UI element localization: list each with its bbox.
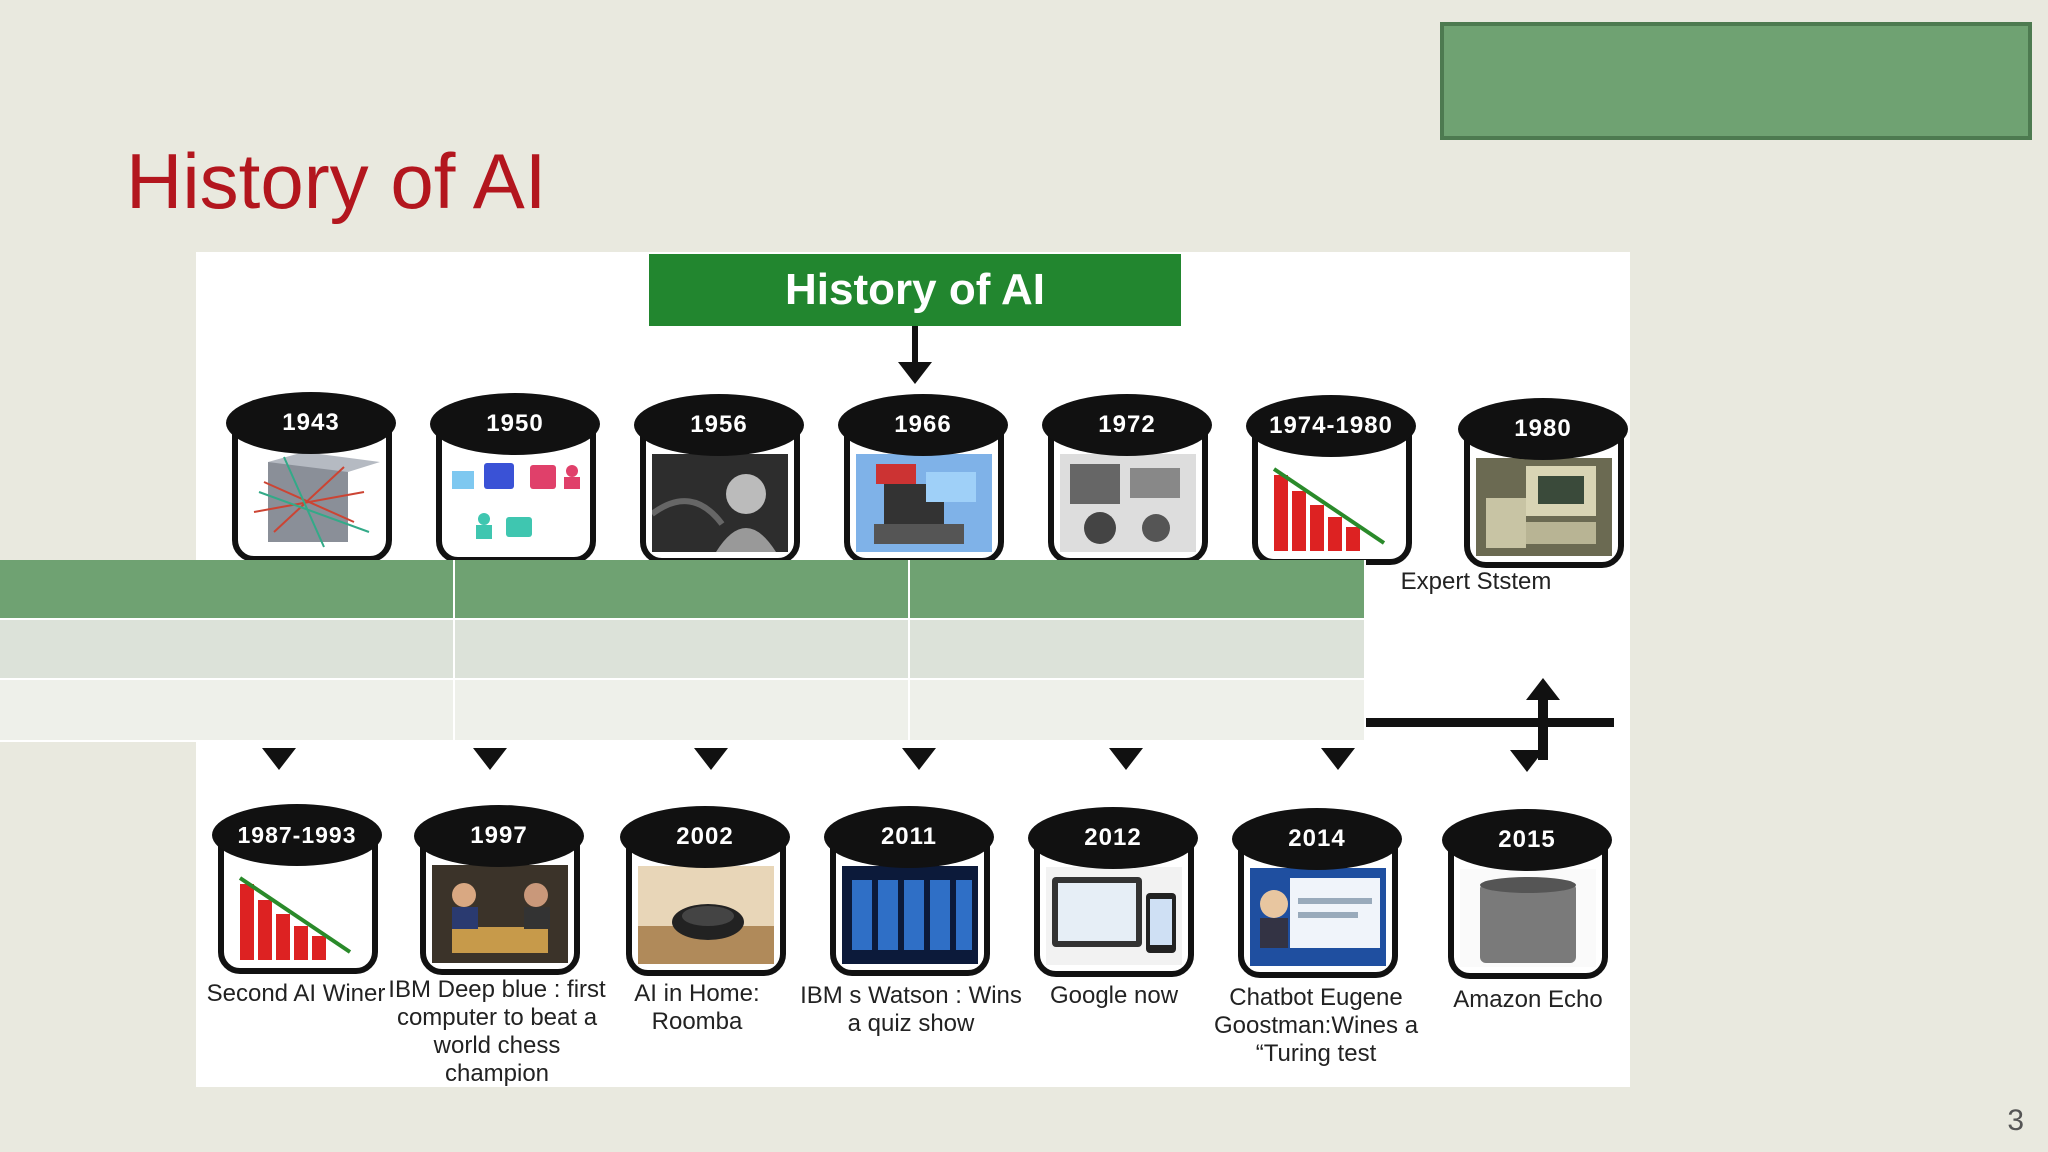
table-cell: [0, 620, 455, 680]
year-pill: 1966: [838, 394, 1008, 456]
event-top-1: 1950: [430, 393, 600, 563]
turing-test-diagram-icon: [448, 453, 584, 551]
decline-chart-icon: [1264, 455, 1400, 553]
year-pill: 1997: [414, 805, 584, 867]
year-pill: 1943: [226, 392, 396, 454]
arrow-down: [262, 748, 296, 770]
arrow-down: [1109, 748, 1143, 770]
computer-terminal-icon: [1476, 458, 1612, 556]
accent-box: [1440, 22, 2032, 140]
arrow-down: [473, 748, 507, 770]
year-pill: 1980: [1458, 398, 1628, 460]
robot-vacuum-icon: [638, 866, 774, 964]
devices-icon: [1046, 867, 1182, 965]
table-cell: [910, 620, 1366, 680]
figure-banner: History of AI: [649, 254, 1181, 326]
smart-speaker-icon: [1460, 869, 1596, 967]
event-label: IBM Deep blue : first computer to beat a…: [388, 976, 606, 1087]
event-top-2: 1956: [634, 394, 804, 564]
page-number: 3: [2007, 1104, 2024, 1137]
table-header-cell: [0, 560, 455, 620]
history-figure: History of AI 1943 1950 1956 1966: [196, 252, 1630, 1087]
event-bottom-1: 1997: [414, 805, 584, 975]
event-label: Amazon Echo: [1453, 986, 1603, 1013]
server-rack-icon: [842, 866, 978, 964]
event-top-5: 1974-1980: [1246, 395, 1416, 565]
year-pill: 1974-1980: [1246, 395, 1416, 457]
arrow-down: [902, 748, 936, 770]
slide-title: History of AI: [126, 137, 547, 225]
decline-chart-icon: [230, 864, 366, 962]
event-top-3: 1966: [838, 394, 1008, 564]
event-image-frame: [420, 839, 580, 975]
event-bottom-2: 2002: [620, 806, 790, 976]
year-pill: 1972: [1042, 394, 1212, 456]
event-label: IBM s Watson : Wins a quiz show: [800, 982, 1022, 1037]
connector-arrow-up: [1526, 678, 1560, 700]
table-cell: [0, 680, 455, 742]
banner-arrow-line: [912, 326, 918, 366]
event-label: AI in Home: Roomba: [634, 980, 760, 1035]
chatbot-window-icon: [1250, 868, 1386, 966]
event-label: Expert Ststem: [1400, 568, 1552, 595]
timeline-connector: [1366, 718, 1614, 727]
overlay-table: [0, 560, 1366, 746]
connector-arrow-down: [1510, 750, 1544, 772]
event-bottom-5: 2014: [1232, 808, 1402, 978]
table-header-cell: [455, 560, 910, 620]
event-bottom-3: 2011: [824, 806, 994, 976]
event-image-frame: [1238, 842, 1398, 978]
year-pill: 1950: [430, 393, 600, 455]
table-header-cell: [910, 560, 1366, 620]
chess-match-icon: [432, 865, 568, 963]
year-pill: 2014: [1232, 808, 1402, 870]
arrow-down: [1321, 748, 1355, 770]
event-bottom-4: 2012: [1028, 807, 1198, 977]
event-image-frame: [1448, 843, 1608, 979]
event-label: Chatbot Eugene Goostman:Wines a “Turing …: [1213, 984, 1419, 1067]
banner-arrow-head: [898, 362, 932, 384]
cube-network-icon: [244, 452, 380, 550]
table-cell: [910, 680, 1366, 742]
event-image-frame: [1034, 841, 1194, 977]
machine-photo-icon: [1060, 454, 1196, 552]
robot-icon: [856, 454, 992, 552]
connector-vertical: [1538, 686, 1548, 760]
year-pill: 2002: [620, 806, 790, 868]
table-cell: [455, 620, 910, 680]
event-label: Second AI Winer: [206, 980, 386, 1007]
year-pill: 2012: [1028, 807, 1198, 869]
year-pill: 1956: [634, 394, 804, 456]
portrait-photo-icon: [650, 454, 788, 552]
event-top-4: 1972: [1042, 394, 1212, 564]
event-bottom-0: 1987-1993: [212, 804, 382, 974]
event-bottom-6: 2015: [1442, 809, 1612, 979]
event-top-0: 1943: [226, 392, 396, 562]
event-label: Google now: [1049, 982, 1179, 1009]
event-top-6: 1980: [1458, 398, 1628, 568]
arrow-down: [694, 748, 728, 770]
table-cell: [455, 680, 910, 742]
year-pill: 2011: [824, 806, 994, 868]
year-pill: 2015: [1442, 809, 1612, 871]
year-pill: 1987-1993: [212, 804, 382, 866]
